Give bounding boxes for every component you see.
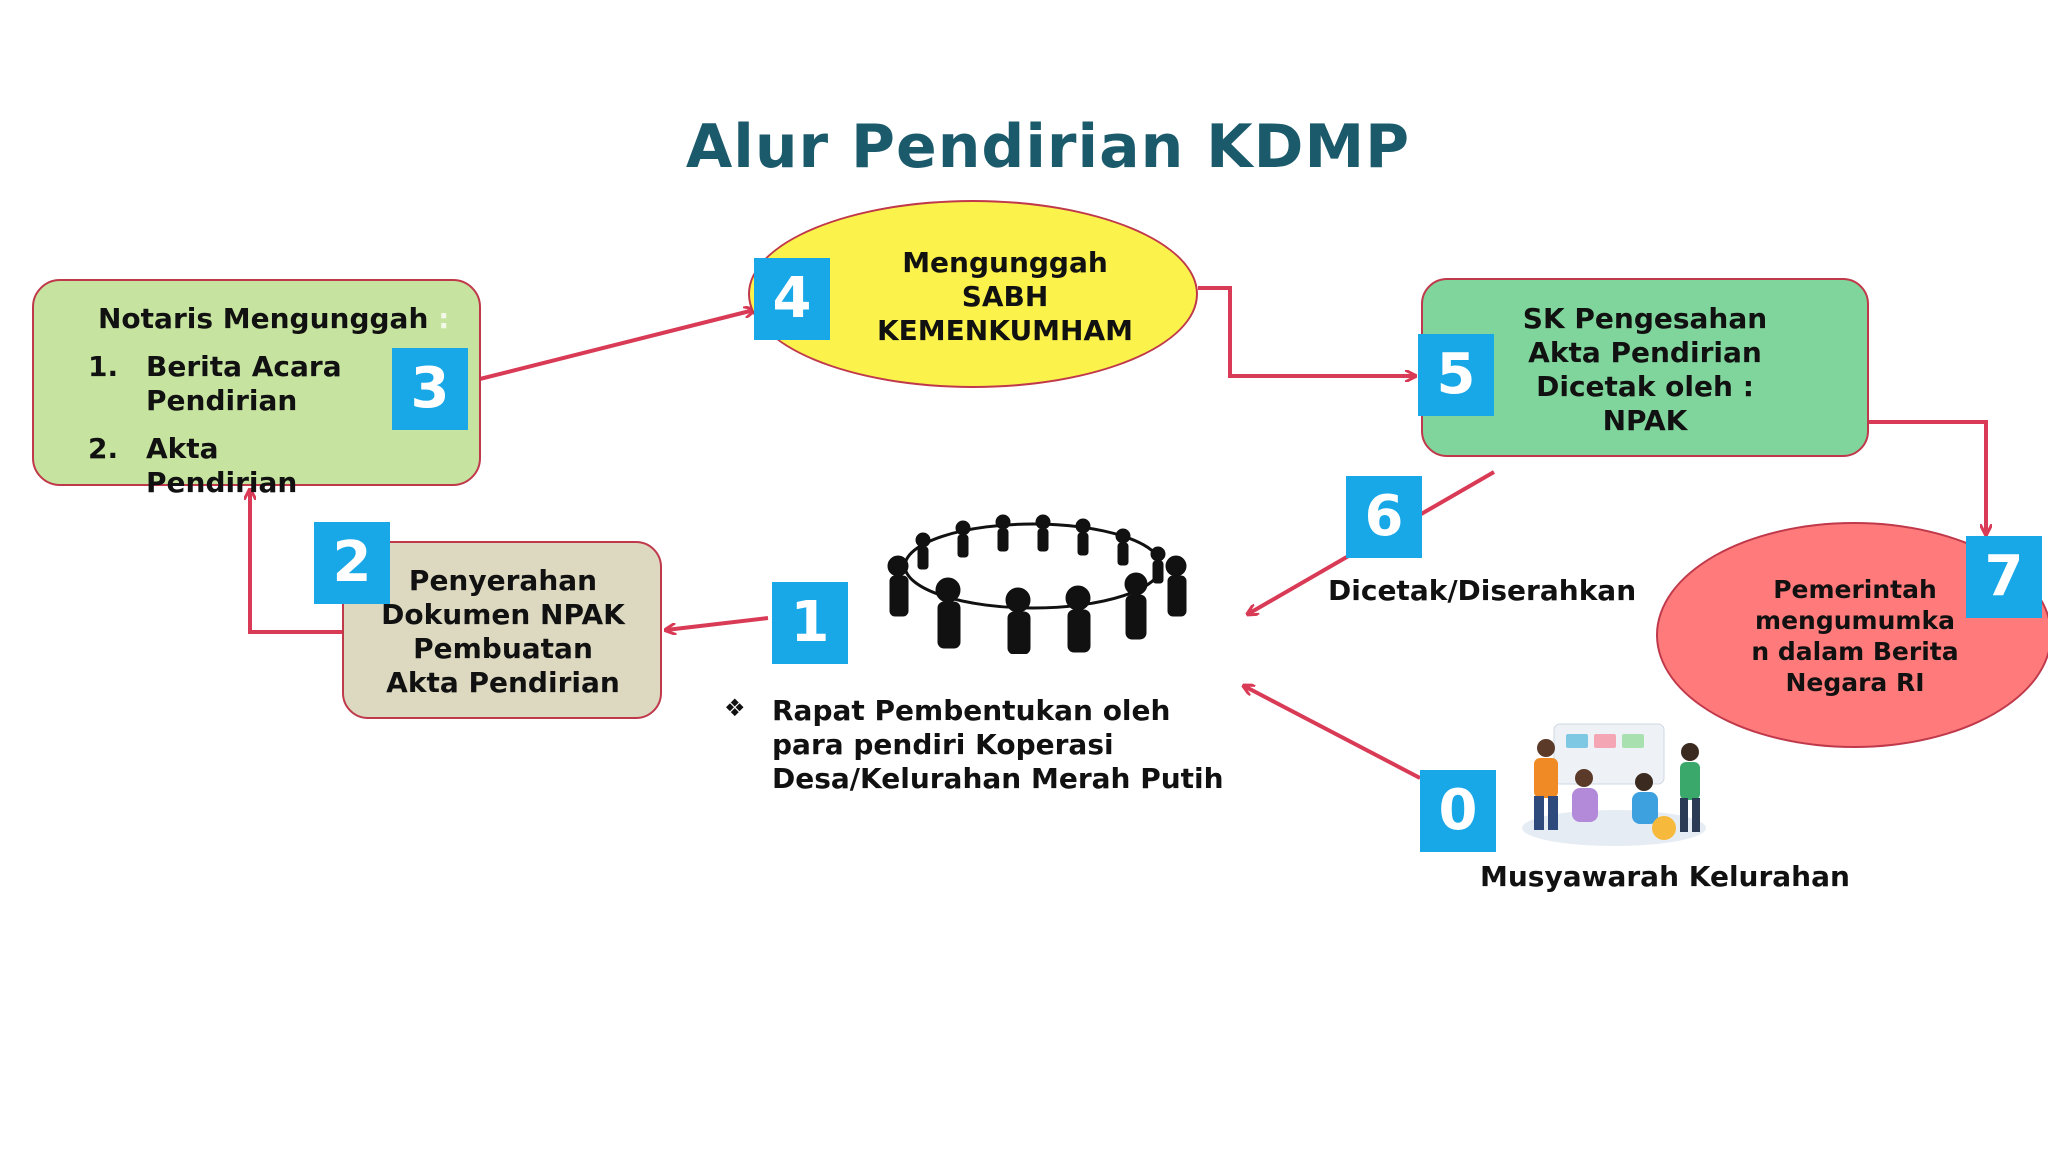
notaris-item-2-line-2: Pendirian (146, 466, 298, 499)
pemerintah-line-2: mengumumka (1755, 606, 1955, 635)
mengunggah-ellipse (748, 200, 1198, 388)
penyerahan-line-1: Penyerahan (408, 564, 598, 597)
mengunggah-line-1: Mengunggah (902, 246, 1108, 279)
notaris-heading: Notaris Mengunggah : (98, 302, 449, 335)
mengunggah-line-2: SABH (961, 280, 1049, 313)
notaris-item-1-line-1: Berita Acara (146, 350, 342, 383)
notaris-item-1-number: 1. (88, 350, 119, 383)
pemerintah-text: Pemerintah mengumumka n dalam Berita Neg… (1720, 574, 1990, 698)
pemerintah-line-4: Negara RI (1785, 668, 1925, 697)
mengunggah-text: Mengunggah SABH KEMENKUMHAM (840, 246, 1170, 348)
penyerahan-line-4: Akta Pendirian (386, 666, 620, 699)
musyawarah-caption: Musyawarah Kelurahan (1480, 860, 1850, 893)
pemerintah-line-3: n dalam Berita (1751, 637, 1959, 666)
arrow-3-to-4 (467, 310, 754, 384)
penyerahan-text: Penyerahan Dokumen NPAK Pembuatan Akta P… (348, 564, 658, 700)
people-circle-icon (887, 514, 1187, 654)
sk-line-3: Dicetak oleh : (1536, 370, 1754, 403)
rapat-line-2: para pendiri Koperasi (772, 728, 1114, 761)
rapat-text: Rapat Pembentukan oleh para pendiri Kope… (772, 694, 1224, 796)
notaris-item-2-number: 2. (88, 432, 119, 465)
back-row-figures (915, 514, 1166, 584)
sk-line-2: Akta Pendirian (1528, 336, 1762, 369)
front-row-figures (887, 555, 1187, 654)
pemerintah-line-1: Pemerintah (1773, 575, 1937, 604)
meeting-illustration-icon (1522, 723, 1706, 846)
notaris-item-2-line-1: Akta (146, 432, 219, 465)
penyerahan-line-2: Dokumen NPAK (381, 598, 625, 631)
penyerahan-line-3: Pembuatan (413, 632, 593, 665)
badge-5: 5 (1418, 334, 1494, 416)
notaris-item-1-line-2: Pendirian (146, 384, 298, 417)
rapat-line-1: Rapat Pembentukan oleh (772, 694, 1171, 727)
arrow-5-to-7 (1868, 420, 1986, 534)
dicetak-caption: Dicetak/Diserahkan (1328, 574, 1637, 607)
page-title: Alur Pendirian KDMP (685, 112, 1411, 182)
sk-pengesahan-text: SK Pengesahan Akta Pendirian Dicetak ole… (1480, 302, 1810, 438)
rapat-line-3: Desa/Kelurahan Merah Putih (772, 762, 1224, 795)
arrow-4-to-5 (1198, 286, 1415, 376)
mengunggah-line-3: KEMENKUMHAM (876, 314, 1134, 347)
arrow-0-to-1 (1244, 686, 1421, 780)
diamond-bullet-icon: ❖ (724, 694, 746, 722)
arrow-2-to-3 (250, 490, 344, 634)
sk-line-4: NPAK (1602, 404, 1688, 437)
notaris-heading-colon: : (438, 302, 450, 335)
badge-4: 4 (754, 258, 830, 340)
badge-2: 2 (314, 522, 390, 604)
sk-line-1: SK Pengesahan (1522, 302, 1768, 335)
notaris-heading-text: Notaris Mengunggah (98, 302, 429, 335)
badge-6: 6 (1346, 476, 1422, 558)
arrow-1-to-2 (666, 616, 769, 630)
sk-pengesahan-box (1421, 278, 1869, 457)
badge-7: 7 (1966, 536, 2042, 618)
badge-3: 3 (392, 348, 468, 430)
penyerahan-box (342, 541, 662, 719)
badge-1: 1 (772, 582, 848, 664)
badge-0: 0 (1420, 770, 1496, 852)
